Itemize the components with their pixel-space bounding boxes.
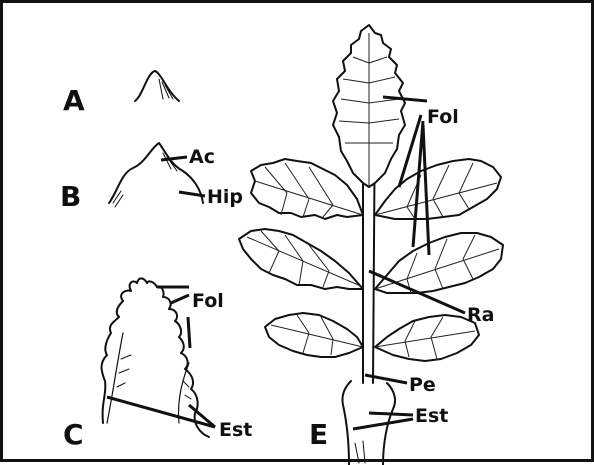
panel-b-label: B bbox=[60, 180, 81, 213]
panel-c-label: C bbox=[63, 418, 84, 451]
b-ac-label: Ac bbox=[189, 146, 215, 168]
panel-a-label: A bbox=[63, 84, 85, 117]
compound-leaf bbox=[239, 25, 503, 465]
b-hip-label: Hip bbox=[207, 186, 243, 208]
e-est-pointer-1 bbox=[369, 413, 413, 415]
leaf-morphology-diagram: A Ac Hip B Fol Est C bbox=[3, 3, 594, 465]
c-est-label: Est bbox=[219, 419, 252, 441]
e-fol-label: Fol bbox=[427, 106, 459, 128]
panel-a-tooth bbox=[135, 71, 179, 101]
e-est-label: Est bbox=[415, 405, 448, 427]
e-ra-label: Ra bbox=[467, 304, 494, 326]
e-pe-pointer bbox=[365, 375, 407, 383]
c-fol-pointer-2 bbox=[171, 295, 189, 303]
c-fol-pointer-3 bbox=[188, 317, 190, 348]
e-est-pointer-2 bbox=[353, 419, 413, 429]
panel-e-label: E bbox=[309, 418, 328, 451]
e-pe-label: Pe bbox=[409, 374, 436, 396]
c-fol-label: Fol bbox=[192, 290, 224, 312]
